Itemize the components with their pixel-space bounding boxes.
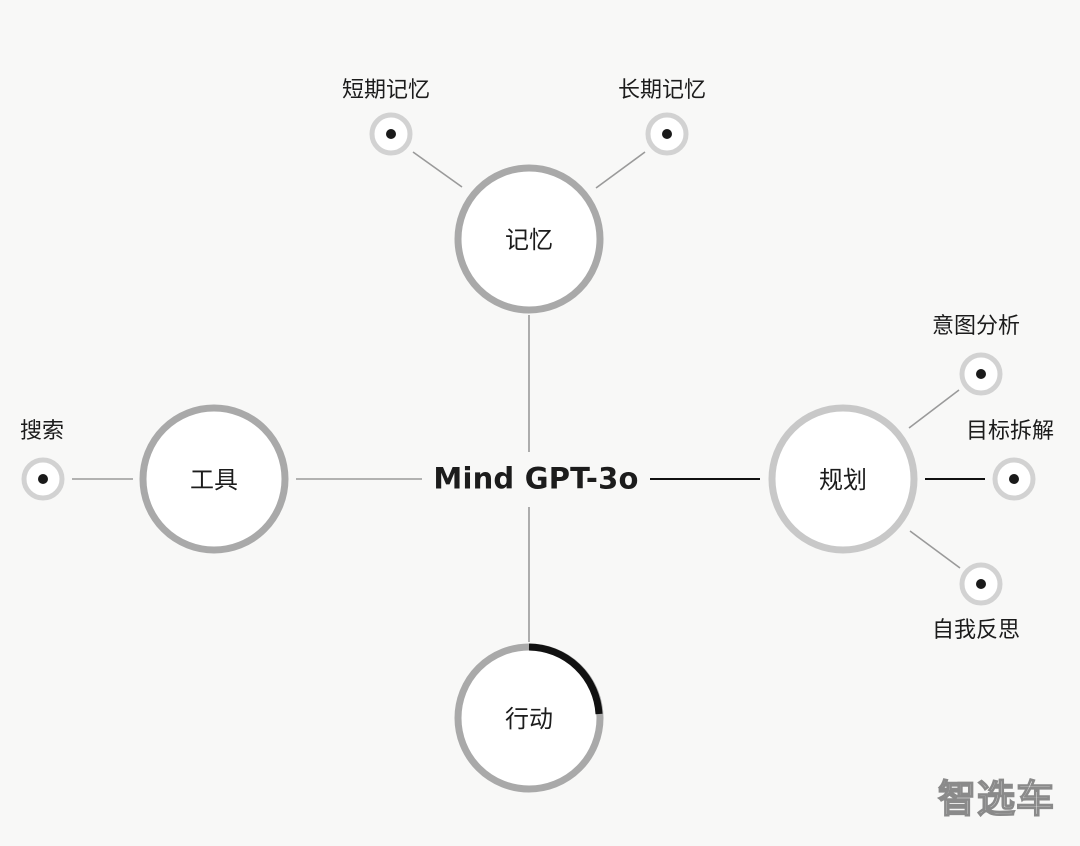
leaf-label-long-term: 长期记忆: [618, 78, 707, 103]
leaf-dot-self-reflection: [959, 562, 1003, 606]
connector-memory-long-term: [595, 151, 646, 189]
leaf-label-self-reflection: 自我反思: [932, 618, 1021, 643]
connector-memory-short-term: [412, 151, 463, 188]
leaf-dot-short-term: [369, 112, 413, 156]
leaf-label-short-term: 短期记忆: [342, 78, 431, 103]
leaf-dot-intent-analysis: [959, 352, 1003, 396]
memory-node-ring: [454, 164, 604, 314]
leaf-label-intent-analysis: 意图分析: [932, 314, 1021, 339]
watermark: 智选车: [937, 777, 1056, 821]
leaf-dot-goal-decomposition: [992, 457, 1036, 501]
leaf-dot-search: [21, 457, 65, 501]
action-progress-arc: [528, 643, 603, 715]
connector-planning-intent: [908, 389, 960, 429]
tools-node-ring: [139, 404, 289, 554]
planning-node-ring: [768, 404, 918, 554]
connector-planning-reflection: [909, 530, 961, 569]
leaf-label-search: 搜索: [20, 419, 65, 444]
leaf-dot-long-term: [645, 112, 689, 156]
action-node-label: 行动: [505, 705, 553, 733]
tools-node-label: 工具: [190, 466, 238, 494]
planning-node-label: 规划: [819, 466, 867, 494]
leaf-label-goal-decomposition: 目标拆解: [966, 419, 1055, 444]
memory-node-label: 记忆: [505, 226, 553, 254]
center-title: Mind GPT-3o: [433, 461, 639, 496]
